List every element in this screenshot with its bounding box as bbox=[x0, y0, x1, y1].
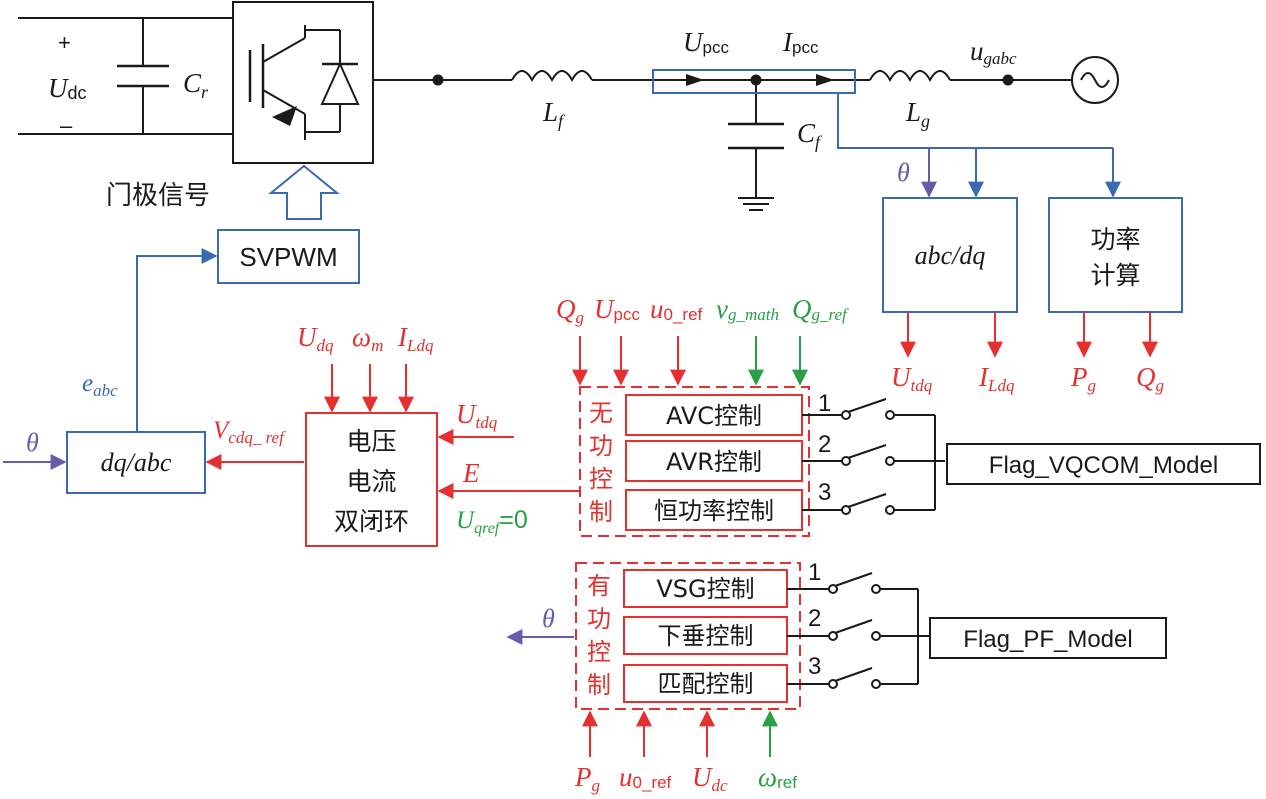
measurement-outputs bbox=[900, 312, 1158, 358]
theta-output-label: θ bbox=[542, 604, 555, 633]
gate-signal-label: 门极信号 bbox=[106, 181, 210, 211]
vg-math-input-label: vg_math bbox=[716, 294, 779, 324]
u0-ref-input-label: u0_ref bbox=[650, 294, 703, 324]
dq-abc-block bbox=[66, 431, 206, 494]
reactive-switch-3-number: 3 bbox=[818, 479, 831, 506]
out-utdq-label: Utdq bbox=[891, 362, 933, 395]
ildq-input-label: ILdq bbox=[397, 322, 434, 355]
grid-voltage-label: ugabc bbox=[970, 36, 1017, 68]
gate-signal-arrow bbox=[268, 164, 340, 220]
circuit-nodes bbox=[432, 74, 1014, 86]
igbt-emitter-arrow bbox=[272, 106, 297, 126]
matching-control-label: 匹配控制 bbox=[658, 670, 754, 698]
udq-input-label: Udq bbox=[297, 322, 334, 355]
dc-capacitor-label: Cr bbox=[183, 68, 209, 102]
power-circuit bbox=[18, 1, 1119, 211]
active-switch-2-number: 2 bbox=[808, 605, 821, 632]
dual-loop-line1: 电压 bbox=[346, 427, 396, 456]
dual-loop-wiring bbox=[205, 364, 580, 499]
pg-input-label: Pg bbox=[574, 762, 600, 795]
vcdq-ref-label: Vcdq_ ref bbox=[213, 417, 286, 447]
grid-source-icon bbox=[1071, 56, 1119, 104]
flag-vqcom-model-box bbox=[946, 443, 1261, 485]
qg-ref-input-label: Qg_ref bbox=[792, 294, 849, 324]
dc-plus-sign: + bbox=[58, 30, 71, 55]
active-u0-ref-input-label: u0_ref bbox=[619, 762, 672, 792]
constant-power-control-block bbox=[625, 489, 803, 531]
measurement-wiring bbox=[136, 93, 1121, 432]
active-mode-switches bbox=[787, 572, 930, 689]
out-qg-label: Qg bbox=[1136, 362, 1164, 395]
abc-dq-label: abc/dq bbox=[915, 241, 986, 270]
avc-control-block bbox=[625, 394, 803, 436]
omega-m-input-label: ωm bbox=[352, 322, 383, 355]
power-calculation-block bbox=[1048, 197, 1183, 313]
flag-pf-model-box bbox=[929, 617, 1167, 659]
reactive-switch-1-number: 1 bbox=[818, 390, 831, 417]
filter-inductor-label: Lf bbox=[542, 97, 566, 131]
reactive-label-char3: 控 bbox=[589, 465, 613, 493]
grid-inductor-label: Lg bbox=[905, 97, 930, 131]
eabc-label: eabc bbox=[82, 370, 118, 400]
flag-pf-model-label: Flag_PF_Model bbox=[963, 626, 1132, 653]
active-label-char3: 控 bbox=[587, 638, 611, 666]
abc-dq-block bbox=[882, 197, 1018, 313]
e-input-label: E bbox=[462, 458, 480, 488]
reactive-control-group bbox=[579, 386, 810, 537]
uqref-label: Uqref=0 bbox=[456, 506, 528, 537]
pcc-current-label: Ipcc bbox=[782, 27, 819, 57]
reactive-switch-2-number: 2 bbox=[818, 431, 831, 458]
filter-capacitor-label: Cf bbox=[797, 118, 823, 152]
dc-voltage-label: Udc bbox=[48, 73, 87, 103]
utdq-input-label: Utdq bbox=[456, 399, 498, 432]
dq-abc-label: dq/abc bbox=[101, 448, 172, 477]
upcc-input-label: Upcc bbox=[594, 294, 640, 324]
reactive-label-char1: 无 bbox=[589, 399, 613, 427]
dual-loop-line3: 双闭环 bbox=[334, 507, 409, 536]
reactive-label-char2: 功 bbox=[589, 432, 613, 460]
active-label-char2: 功 bbox=[587, 605, 611, 633]
flag-vqcom-model-label: Flag_VQCOM_Model bbox=[989, 452, 1218, 479]
active-switch-1-number: 1 bbox=[808, 559, 821, 586]
dual-closed-loop-block bbox=[305, 412, 438, 547]
svpwm-label: SVPWM bbox=[239, 242, 337, 272]
reactive-mode-switches bbox=[802, 398, 945, 515]
reactive-label-char4: 制 bbox=[589, 498, 613, 526]
out-pg-label: Pg bbox=[1070, 362, 1096, 395]
constant-power-control-label: 恒功率控制 bbox=[654, 497, 774, 525]
theta-label-measure: θ bbox=[897, 158, 910, 187]
active-label-char1: 有 bbox=[587, 572, 611, 600]
udc-input-label: Udc bbox=[692, 762, 728, 795]
droop-control-label: 下垂控制 bbox=[658, 622, 754, 650]
theta-label-dqabc: θ bbox=[26, 428, 39, 457]
dc-minus-sign: – bbox=[60, 113, 73, 138]
active-input-arrows bbox=[582, 710, 778, 757]
avc-control-label: AVC控制 bbox=[666, 402, 762, 430]
matching-control-block bbox=[623, 664, 788, 703]
out-ildq-label: ILdq bbox=[978, 362, 1015, 395]
dual-loop-line2: 电流 bbox=[346, 467, 396, 496]
pcc-measurement-box bbox=[652, 69, 856, 94]
power-calc-line1: 功率 bbox=[1090, 225, 1140, 254]
reactive-input-arrows bbox=[572, 336, 808, 386]
avr-control-label: AVR控制 bbox=[666, 448, 762, 476]
active-switch-3-number: 3 bbox=[808, 653, 821, 680]
omega-ref-input-label: ωref bbox=[758, 762, 797, 792]
avr-control-block bbox=[625, 440, 803, 482]
pcc-current-arrow bbox=[816, 74, 834, 86]
pcc-voltage-arrow bbox=[686, 74, 704, 86]
active-label-char4: 制 bbox=[587, 671, 611, 699]
svpwm-block bbox=[217, 229, 360, 284]
power-calc-line2: 计算 bbox=[1090, 261, 1140, 290]
qg-input-label: Qg bbox=[556, 294, 584, 327]
pcc-voltage-label: Upcc bbox=[683, 27, 729, 57]
vsg-control-label: VSG控制 bbox=[656, 575, 754, 603]
inverter-bridge-box bbox=[232, 1, 374, 164]
